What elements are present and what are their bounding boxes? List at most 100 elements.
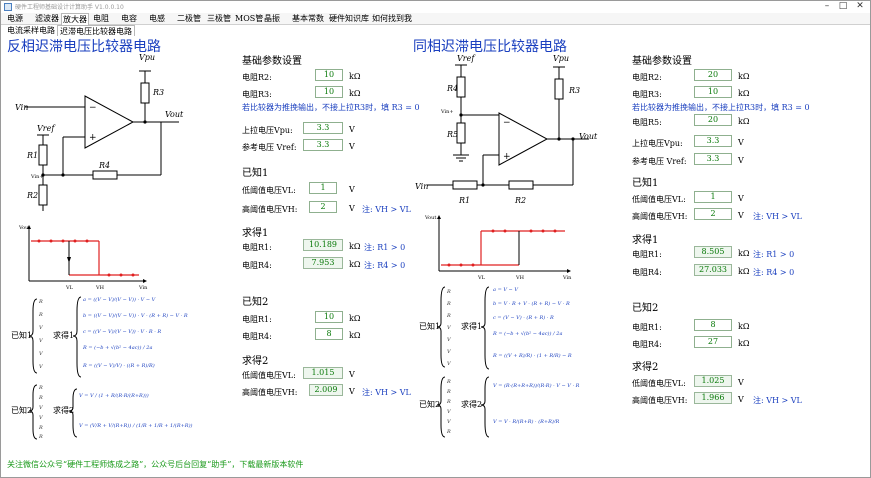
right-vpu-label: 上拉电压Vpu: bbox=[632, 139, 683, 148]
left-r4-label: 电阻R4: bbox=[242, 261, 272, 270]
left-vh2-label: 高阈值电压VH: bbox=[242, 388, 298, 397]
graph-vin-r: Vin bbox=[562, 275, 572, 281]
left-r4b-label: 电阻R4: bbox=[242, 332, 272, 341]
subtab-hysteresis[interactable]: 迟滞电压比较器电路 bbox=[57, 25, 135, 36]
noninverting-transfer-graph: Vout Vin VL VH bbox=[424, 215, 572, 281]
left-vl-input[interactable]: 1 bbox=[309, 182, 337, 194]
right-r1-unit: kΩ bbox=[738, 249, 750, 258]
tab-capacitor[interactable]: 电容 bbox=[121, 14, 137, 23]
left-vref-label: 参考电压 Vref: bbox=[242, 143, 297, 152]
left-r4b-unit: kΩ bbox=[349, 331, 361, 340]
tab-crystal[interactable]: 晶振 bbox=[264, 14, 280, 23]
subtab-current-sense[interactable]: 电流采样电路 bbox=[7, 26, 55, 35]
tab-knowledge[interactable]: 硬件知识库 bbox=[329, 14, 369, 23]
left-vpu-unit: V bbox=[349, 125, 355, 134]
right-vl-label: 低阈值电压VL: bbox=[632, 195, 686, 204]
right-vh-input[interactable]: 2 bbox=[694, 208, 732, 220]
tab-resistor[interactable]: 电阻 bbox=[93, 14, 109, 23]
left-vl2-label: 低阈值电压VL: bbox=[242, 371, 296, 380]
tab-transistor[interactable]: 三极管 bbox=[207, 14, 231, 23]
right-vl-input[interactable]: 1 bbox=[694, 191, 732, 203]
sub-tab-bar: 电流采样电路 迟滞电压比较器电路 bbox=[1, 25, 870, 36]
tab-mos[interactable]: MOS管 bbox=[235, 14, 264, 23]
left-r1-note: 注: R1 > 0 bbox=[364, 243, 406, 252]
right-vh-label: 高阈值电压VH: bbox=[632, 212, 688, 221]
schem-plus-r: + bbox=[503, 152, 511, 162]
right-vref-input[interactable]: 3.3 bbox=[694, 153, 732, 165]
right-vl2-output: 1.025 bbox=[694, 375, 732, 387]
right-known2: 已知2 bbox=[632, 303, 659, 314]
svg-text:R = (−b + √(b² − 4ac)) / 2a: R = (−b + √(b² − 4ac)) / 2a bbox=[82, 344, 152, 351]
left-vl2-output: 1.015 bbox=[303, 367, 343, 379]
svg-text:R = (−b + √(b² − 4ac)) / 2a: R = (−b + √(b² − 4ac)) / 2a bbox=[492, 330, 562, 337]
tab-power[interactable]: 电源 bbox=[7, 14, 23, 23]
svg-text:R = ((V − V)/V) · ((R + R)/R): R = ((V − V)/V) · ((R + R)/R) bbox=[82, 362, 155, 369]
tab-find-me[interactable]: 如何找到我 bbox=[372, 14, 412, 23]
svg-text:c = ((V − V)/(V − V)) · V · R: c = ((V − V)/(V − V)) · V · R · R bbox=[83, 328, 161, 335]
formula-known1-r: 已知1 bbox=[419, 321, 440, 331]
left-vpu-input[interactable]: 3.3 bbox=[303, 122, 343, 134]
right-r1-output: 8.505 bbox=[694, 246, 732, 258]
left-vh-unit: V bbox=[349, 204, 355, 213]
graph-vl-l: VL bbox=[65, 285, 74, 291]
left-vh-input[interactable]: 2 bbox=[309, 201, 337, 213]
left-pushpull-note: 若比较器为推挽输出，不接上拉R3时，填 R3 = 0 bbox=[242, 103, 420, 112]
svg-text:V: V bbox=[447, 361, 452, 367]
schem-vin: Vin bbox=[15, 103, 28, 112]
left-r4b-input[interactable]: 8 bbox=[315, 328, 343, 340]
right-r1b-input[interactable]: 8 bbox=[694, 319, 732, 331]
svg-text:R: R bbox=[38, 425, 43, 431]
left-title: 反相迟滞电压比较器电路 bbox=[7, 39, 161, 55]
right-basic-title: 基础参数设置 bbox=[632, 56, 692, 67]
right-r3-label: 电阻R3: bbox=[632, 90, 662, 99]
svg-text:V: V bbox=[447, 419, 452, 425]
right-r4b-label: 电阻R4: bbox=[632, 340, 662, 349]
schem-vin-plus-r: Vin+ bbox=[440, 109, 454, 115]
maximize-icon[interactable]: □ bbox=[838, 1, 848, 11]
schem-vin-plus: Vin+ bbox=[30, 174, 44, 180]
right-vh-unit: V bbox=[738, 211, 744, 220]
right-known1: 已知1 bbox=[632, 178, 659, 189]
svg-text:V = V · R/(R+R) · (R+R)/R: V = V · R/(R+R) · (R+R)/R bbox=[493, 418, 560, 425]
svg-text:b = ((V − V)/(V − V)) · V · (R: b = ((V − V)/(V − V)) · V · (R + R) − V … bbox=[83, 312, 188, 319]
minimize-icon[interactable]: – bbox=[824, 1, 830, 11]
right-r1b-unit: kΩ bbox=[738, 322, 750, 331]
right-vpu-input[interactable]: 3.3 bbox=[694, 135, 732, 147]
left-vl-unit: V bbox=[349, 185, 355, 194]
tab-amplifier[interactable]: 放大器 bbox=[61, 13, 89, 25]
svg-text:R: R bbox=[38, 434, 43, 440]
left-vref-input[interactable]: 3.3 bbox=[303, 139, 343, 151]
right-r4b-input[interactable]: 27 bbox=[694, 336, 732, 348]
formula-find2-l: 求得2 bbox=[53, 405, 74, 415]
svg-text:V: V bbox=[447, 337, 452, 343]
svg-text:R: R bbox=[446, 313, 451, 319]
left-vh-label: 高阈值电压VH: bbox=[242, 205, 298, 214]
tab-filter[interactable]: 滤波器 bbox=[35, 14, 59, 23]
right-r4-unit: kΩ bbox=[738, 267, 750, 276]
right-r2-input[interactable]: 20 bbox=[694, 69, 732, 81]
schem-r3: R3 bbox=[152, 88, 164, 97]
tab-constants[interactable]: 基本常数 bbox=[292, 14, 324, 23]
svg-text:V: V bbox=[39, 415, 44, 421]
schem-vref: Vref bbox=[37, 124, 56, 133]
graph-vout-r: Vout bbox=[424, 215, 436, 221]
right-r3-unit: kΩ bbox=[738, 89, 750, 98]
right-r3-input[interactable]: 10 bbox=[694, 86, 732, 98]
right-r4-output: 27.033 bbox=[694, 264, 732, 276]
left-r2-input[interactable]: 10 bbox=[315, 69, 343, 81]
right-r5-input[interactable]: 20 bbox=[694, 114, 732, 126]
tab-diode[interactable]: 二极管 bbox=[177, 14, 201, 23]
tab-inductor[interactable]: 电感 bbox=[149, 14, 165, 23]
left-basic-title: 基础参数设置 bbox=[242, 56, 302, 67]
schem-r1-r: R1 bbox=[458, 196, 470, 205]
left-r3-input[interactable]: 10 bbox=[315, 86, 343, 98]
right-r4-note: 注: R4 > 0 bbox=[753, 268, 795, 277]
svg-text:R: R bbox=[446, 399, 451, 405]
schem-r1: R1 bbox=[26, 151, 38, 160]
left-r1b-input[interactable]: 10 bbox=[315, 311, 343, 323]
right-find2: 求得2 bbox=[632, 362, 659, 373]
svg-text:R: R bbox=[38, 299, 43, 305]
close-icon[interactable]: ✕ bbox=[856, 1, 864, 11]
schem-vout: Vout bbox=[165, 110, 184, 119]
left-vpu-label: 上拉电压Vpu: bbox=[242, 126, 293, 135]
